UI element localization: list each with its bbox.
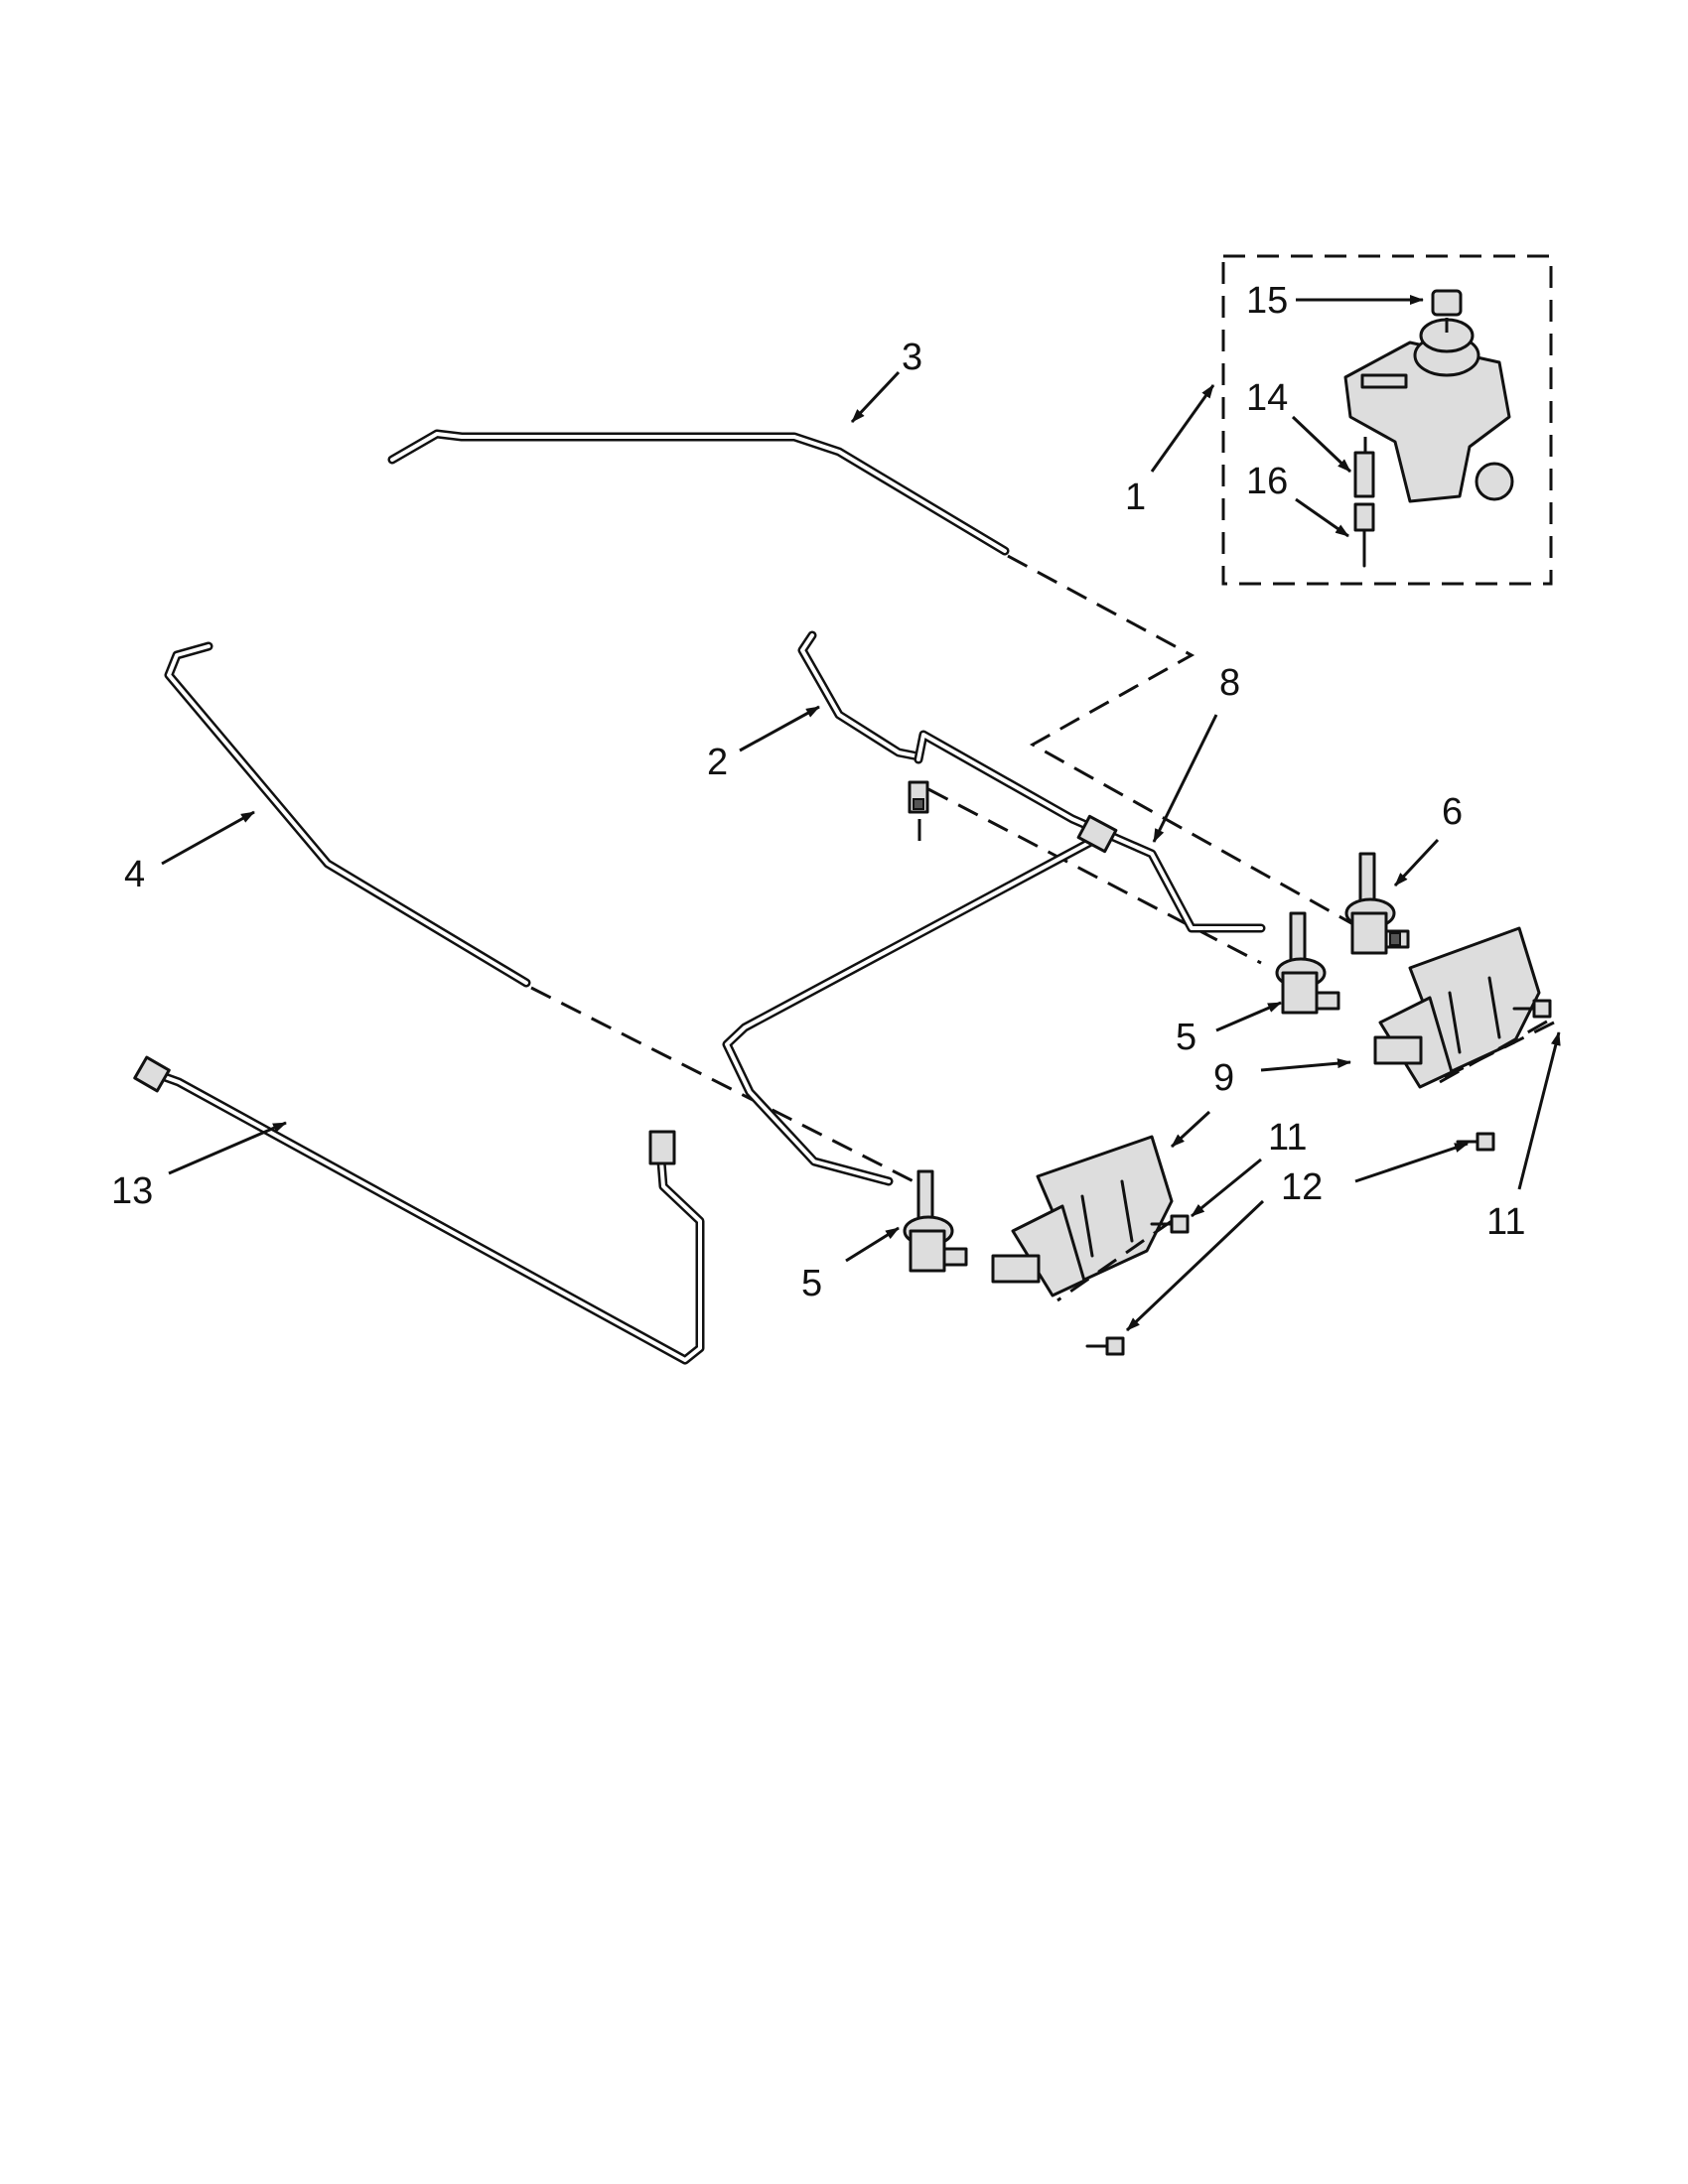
valve-5-middle (1275, 911, 1340, 1015)
valve-5-lower (903, 1169, 968, 1273)
leader-9 (1260, 1058, 1351, 1072)
bracket-9-right (1373, 926, 1555, 1089)
dashed-path-9-lower (1056, 1219, 1173, 1302)
fitting-13b (648, 1130, 676, 1165)
leader-12a (1354, 1142, 1469, 1183)
leader-3 (850, 370, 901, 424)
leader-2 (739, 705, 820, 752)
dashed-path-4 (530, 986, 914, 1183)
leader-16 (1295, 497, 1349, 538)
callout-1: 1 (1125, 477, 1146, 518)
leader-13 (168, 1121, 287, 1175)
leader-6 (1393, 838, 1440, 887)
leader-1 (1150, 384, 1215, 473)
tube-8 (722, 730, 1266, 1186)
leader-5a (1215, 1001, 1282, 1032)
tube-4 (164, 641, 531, 988)
leader-9-lower (1170, 1110, 1211, 1149)
dashed-path-9-right (1444, 1021, 1555, 1079)
leader-5b (845, 1226, 900, 1263)
tube-13 (152, 1069, 705, 1365)
leader-4 (161, 810, 255, 866)
leader-11b (1517, 1031, 1561, 1190)
fitting-2 (908, 780, 929, 814)
callout-16: 16 (1246, 461, 1288, 502)
tube-3 (387, 429, 1010, 556)
leader-14 (1291, 415, 1352, 474)
callout-9: 9 (1213, 1057, 1234, 1099)
leader-12b (1125, 1199, 1265, 1332)
callout-12: 12 (1281, 1166, 1323, 1208)
callout-14: 14 (1246, 377, 1288, 419)
callout-5a: 5 (1176, 1017, 1196, 1058)
leader-11a (1191, 1158, 1262, 1218)
manifold-tee (1076, 814, 1118, 854)
screw-11-lower (1150, 1214, 1190, 1234)
dashed-path-3 (1007, 554, 1361, 930)
detail-inset-box (1221, 254, 1553, 586)
callout-5b: 5 (801, 1263, 822, 1304)
cap-15 (1431, 289, 1463, 317)
dashed-path-2b (927, 787, 1262, 965)
valve-6 (1344, 852, 1410, 955)
screw-12-right (1456, 1132, 1495, 1152)
callout-15: 15 (1246, 280, 1288, 322)
screw-11-right (1512, 999, 1552, 1019)
callout-13: 13 (111, 1170, 153, 1212)
callout-6: 6 (1442, 791, 1463, 833)
screw-12-lower (1085, 1336, 1125, 1356)
valve-1-detail (1343, 318, 1514, 503)
fitting-13a (133, 1055, 171, 1093)
callout-11b: 11 (1486, 1201, 1525, 1243)
bracket-9-lower (991, 1135, 1174, 1297)
callout-4: 4 (124, 854, 145, 895)
callout-2: 2 (707, 742, 728, 783)
tube-2 (797, 630, 923, 761)
leader-8 (1152, 714, 1218, 843)
screw-16 (1353, 502, 1375, 568)
orifice-14 (1353, 451, 1375, 498)
callout-11a: 11 (1268, 1117, 1307, 1159)
callout-3: 3 (902, 337, 922, 378)
callout-8: 8 (1219, 662, 1240, 704)
